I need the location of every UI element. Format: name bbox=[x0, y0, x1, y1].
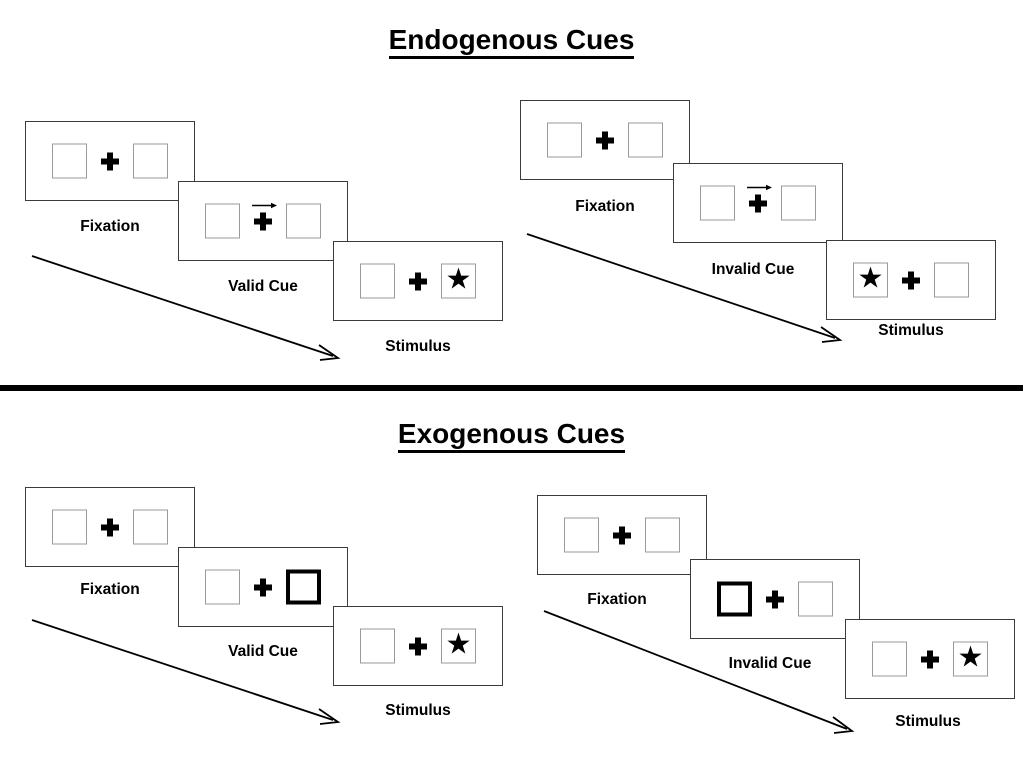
target-box-left: ★ bbox=[853, 262, 888, 298]
placeholder-box-left bbox=[360, 263, 395, 299]
cued-box-left bbox=[717, 581, 752, 617]
placeholder-box-left bbox=[52, 509, 87, 545]
fixation-cross-icon bbox=[766, 590, 784, 608]
fixation-cross-icon bbox=[101, 518, 119, 536]
stage-label-invalid-cue: Invalid Cue bbox=[728, 655, 812, 672]
stage-label-valid-cue: Valid Cue bbox=[228, 643, 298, 660]
target-box-right: ★ bbox=[441, 263, 476, 299]
fixation-cross-icon bbox=[254, 578, 272, 596]
placeholder-box-right bbox=[645, 517, 680, 553]
fixation-cross-wrap bbox=[98, 510, 122, 545]
cued-box-right bbox=[286, 569, 321, 605]
trial-frame-exogenous-invalid-stimulus: ★ bbox=[845, 619, 1015, 699]
trial-frame-exogenous-valid-cue bbox=[178, 547, 348, 627]
exogenous-title-text: Exogenous Cues bbox=[397, 418, 626, 453]
placeholder-box-left bbox=[205, 203, 240, 239]
placeholder-box-left bbox=[872, 641, 907, 677]
placeholder-box-left bbox=[700, 185, 735, 221]
sequence-arrow-exogenous-valid bbox=[31, 619, 341, 725]
stimulus-row bbox=[564, 517, 680, 553]
trial-frame-exogenous-invalid-fixation bbox=[537, 495, 707, 575]
fixation-cross-wrap bbox=[899, 263, 923, 298]
fixation-cross-icon bbox=[101, 152, 119, 170]
placeholder-box-right bbox=[133, 143, 168, 179]
star-icon: ★ bbox=[857, 262, 884, 295]
stage-label-stimulus: Stimulus bbox=[385, 702, 451, 719]
stimulus-row: ★ bbox=[360, 628, 476, 664]
fixation-cross-icon bbox=[596, 131, 614, 149]
fixation-cross-wrap bbox=[746, 184, 773, 221]
stage-label-fixation: Fixation bbox=[587, 591, 647, 608]
placeholder-box-right bbox=[133, 509, 168, 545]
section-divider bbox=[0, 385, 1023, 391]
trial-frame-endogenous-invalid-stimulus: ★ bbox=[826, 240, 996, 320]
stage-label-fixation: Fixation bbox=[80, 218, 140, 235]
fixation-cross-icon bbox=[409, 272, 427, 290]
stimulus-row bbox=[205, 202, 321, 239]
fixation-cross-wrap bbox=[406, 264, 430, 299]
placeholder-box-left bbox=[564, 517, 599, 553]
page-title-endogenous: Endogenous Cues bbox=[0, 24, 1023, 59]
fixation-cross-wrap bbox=[406, 629, 430, 664]
target-box-right: ★ bbox=[441, 628, 476, 664]
stimulus-row bbox=[700, 184, 816, 221]
placeholder-box-right bbox=[798, 581, 833, 617]
stage-label-stimulus: Stimulus bbox=[895, 713, 961, 730]
fixation-cross-wrap bbox=[593, 123, 617, 158]
stimulus-row bbox=[52, 143, 168, 179]
fixation-cross-icon bbox=[921, 650, 939, 668]
fixation-cross-wrap bbox=[918, 642, 942, 677]
placeholder-box-left bbox=[205, 569, 240, 605]
fixation-cross-wrap bbox=[251, 570, 275, 605]
star-icon: ★ bbox=[957, 641, 984, 674]
stimulus-row bbox=[205, 569, 321, 605]
stimulus-row: ★ bbox=[360, 263, 476, 299]
stimulus-row: ★ bbox=[872, 641, 988, 677]
stimulus-row bbox=[52, 509, 168, 545]
placeholder-box-right bbox=[286, 203, 321, 239]
endogenous-title-text: Endogenous Cues bbox=[388, 24, 635, 59]
sequence-arrow-endogenous-invalid bbox=[526, 233, 843, 343]
target-box-right: ★ bbox=[953, 641, 988, 677]
trial-frame-exogenous-invalid-cue bbox=[690, 559, 860, 639]
fixation-cross-icon bbox=[749, 194, 767, 212]
stage-label-fixation: Fixation bbox=[80, 581, 140, 598]
fixation-cross-wrap bbox=[98, 144, 122, 179]
stage-label-valid-cue: Valid Cue bbox=[228, 278, 298, 295]
placeholder-box-right bbox=[628, 122, 663, 158]
placeholder-box-left bbox=[547, 122, 582, 158]
fixation-cross-wrap bbox=[763, 582, 787, 617]
trial-frame-exogenous-valid-fixation bbox=[25, 487, 195, 567]
trial-frame-endogenous-valid-stimulus: ★ bbox=[333, 241, 503, 321]
fixation-cross-wrap bbox=[610, 518, 634, 553]
trial-frame-endogenous-valid-fixation bbox=[25, 121, 195, 201]
sequence-arrow-endogenous-valid bbox=[31, 255, 341, 361]
cue-arrow-right-icon bbox=[252, 202, 278, 209]
star-icon: ★ bbox=[445, 628, 472, 661]
fixation-cross-icon bbox=[613, 526, 631, 544]
stage-label-invalid-cue: Invalid Cue bbox=[711, 261, 795, 278]
page-title-exogenous: Exogenous Cues bbox=[0, 418, 1023, 453]
trial-frame-endogenous-invalid-fixation bbox=[520, 100, 690, 180]
stage-label-stimulus: Stimulus bbox=[385, 338, 451, 355]
fixation-cross-icon bbox=[902, 271, 920, 289]
trial-frame-endogenous-valid-cue bbox=[178, 181, 348, 261]
stimulus-row bbox=[547, 122, 663, 158]
placeholder-box-left bbox=[360, 628, 395, 664]
stimulus-row: ★ bbox=[853, 262, 969, 298]
cue-arrow-right-icon bbox=[747, 184, 773, 191]
stage-label-fixation: Fixation bbox=[575, 198, 635, 215]
fixation-cross-wrap bbox=[251, 202, 278, 239]
placeholder-box-right bbox=[781, 185, 816, 221]
trial-frame-endogenous-invalid-cue bbox=[673, 163, 843, 243]
placeholder-box-right bbox=[934, 262, 969, 298]
placeholder-box-left bbox=[52, 143, 87, 179]
stimulus-row bbox=[717, 581, 833, 617]
fixation-cross-icon bbox=[409, 637, 427, 655]
fixation-cross-icon bbox=[254, 212, 272, 230]
star-icon: ★ bbox=[445, 263, 472, 296]
stage-label-stimulus: Stimulus bbox=[878, 322, 944, 339]
trial-frame-exogenous-valid-stimulus: ★ bbox=[333, 606, 503, 686]
